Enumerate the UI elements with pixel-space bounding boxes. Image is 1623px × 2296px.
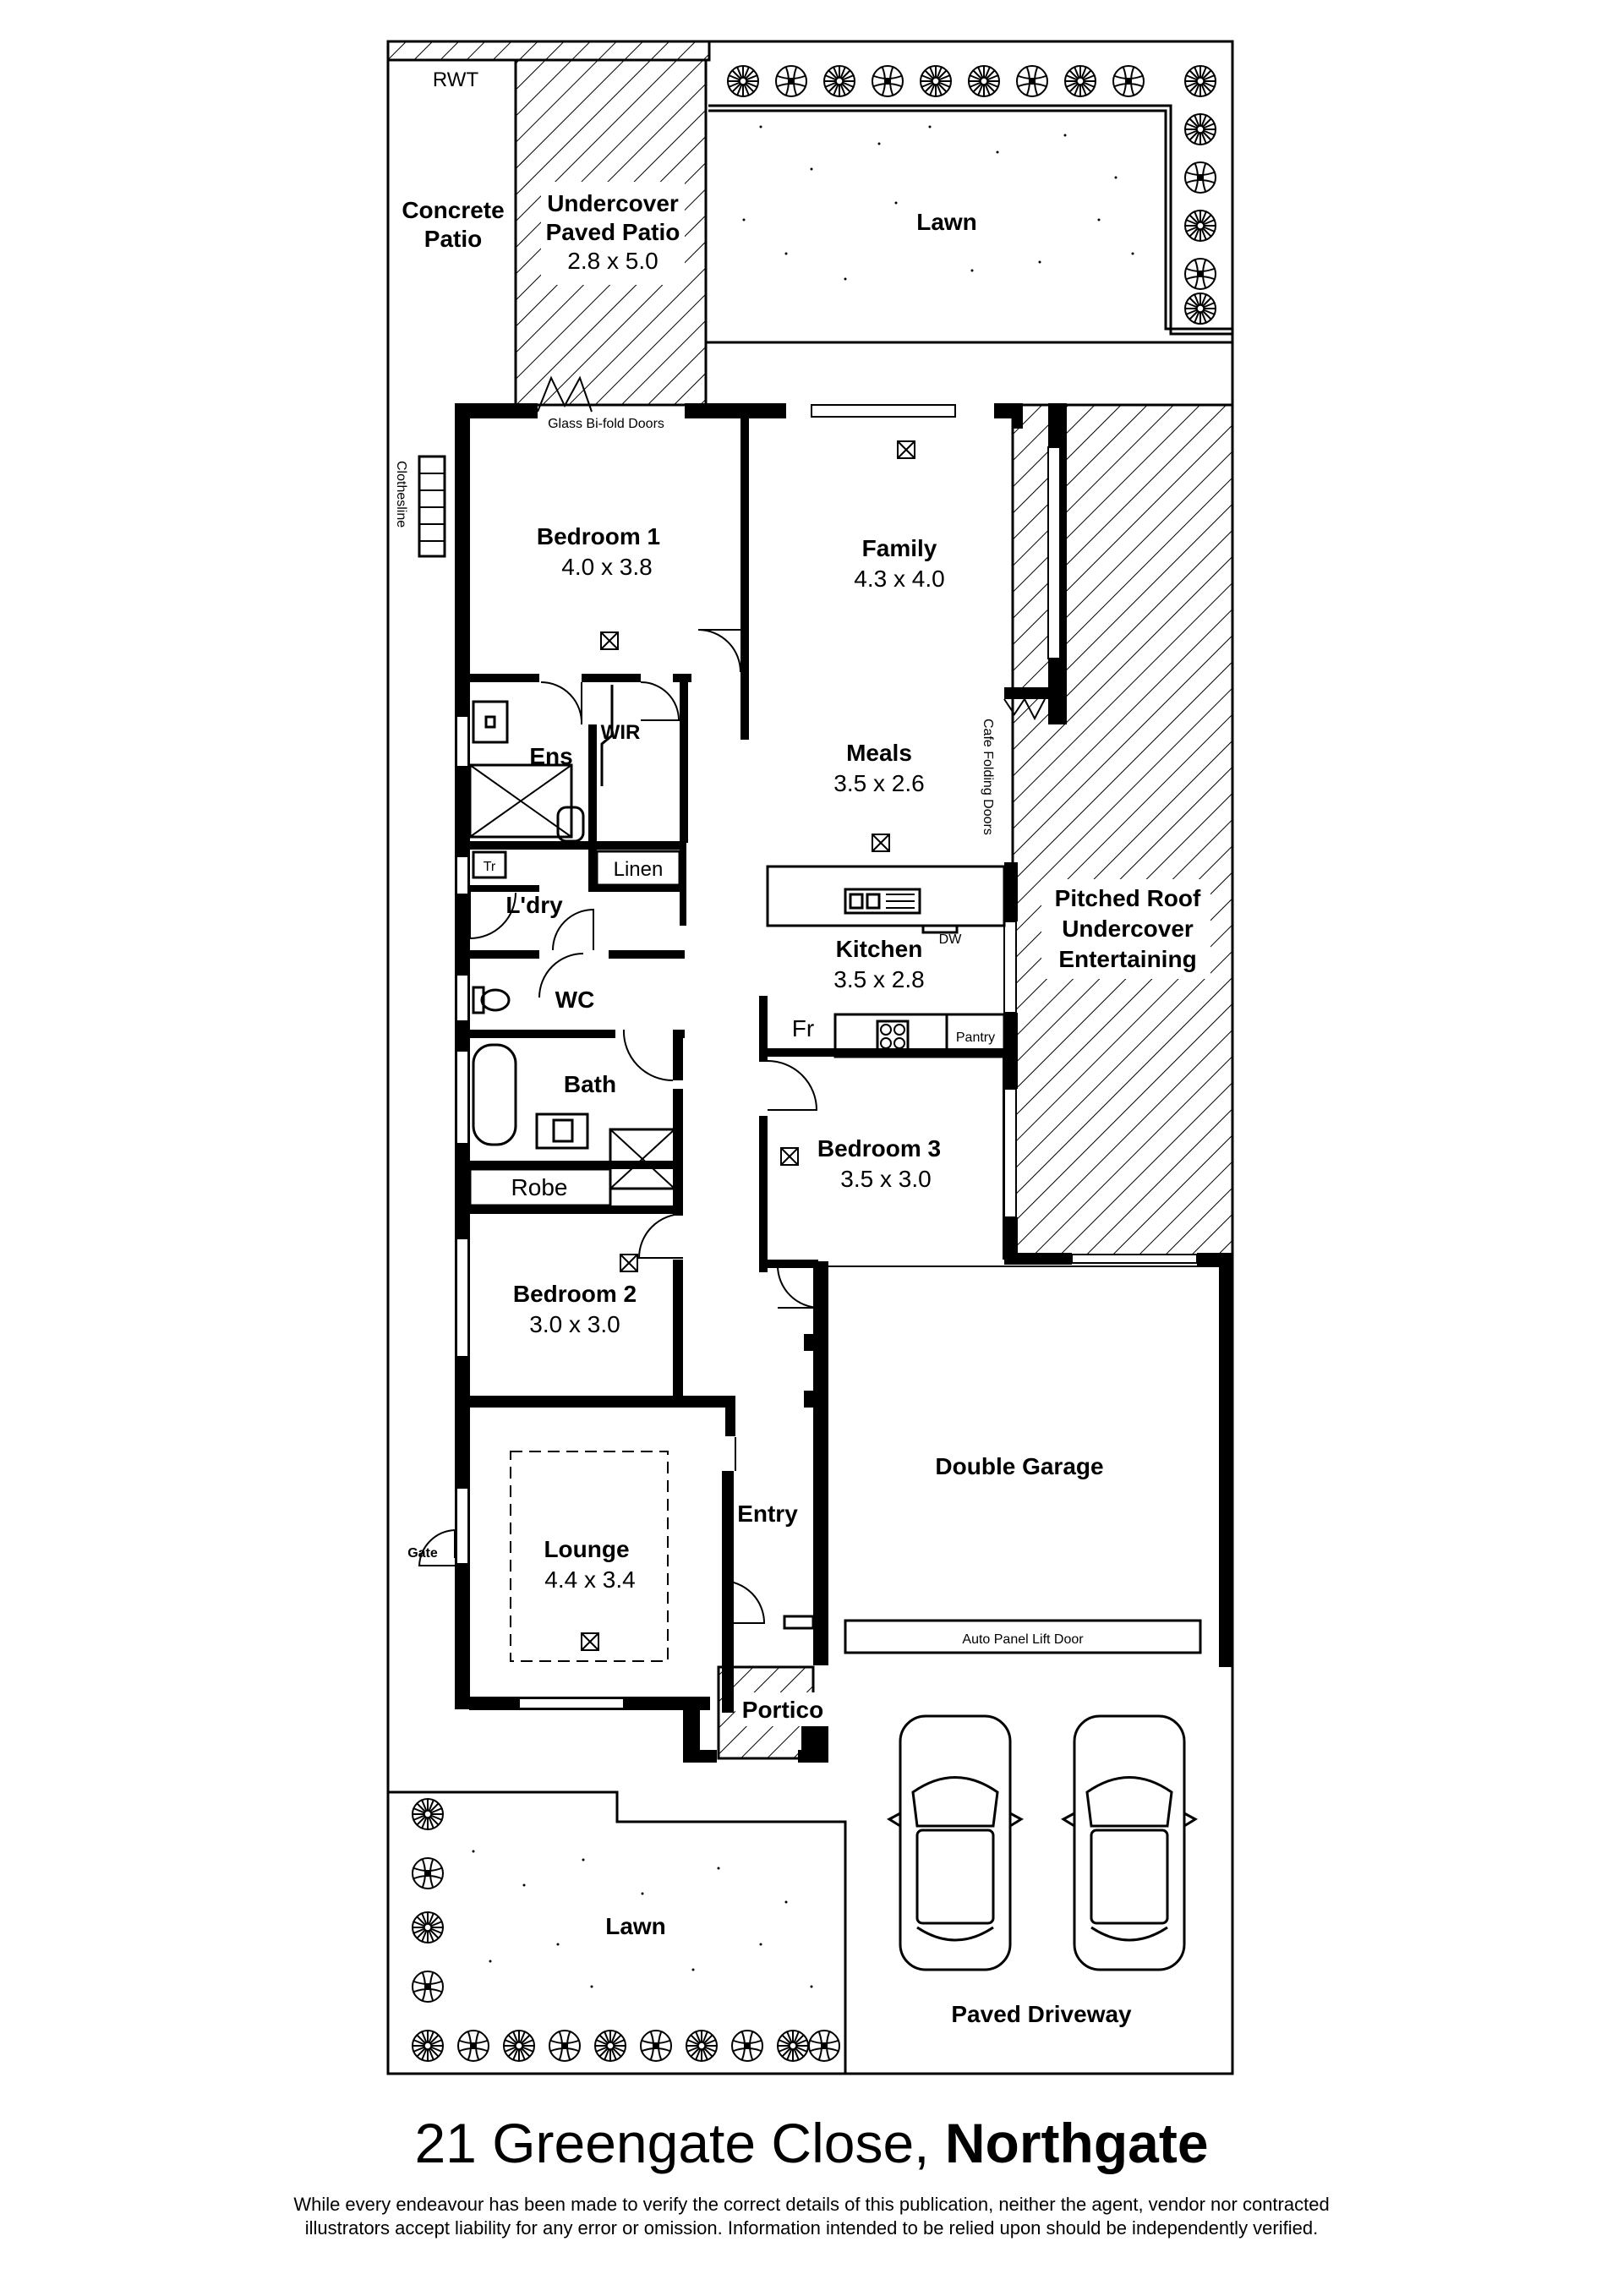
glass-bifold-label: Glass Bi-fold Doors (548, 417, 664, 431)
lounge-name: Lounge (544, 1536, 629, 1562)
fridge-label: Fr (792, 1015, 814, 1041)
lounge-dims: 4.4 x 3.4 (544, 1566, 635, 1593)
bedroom2-dims: 3.0 x 3.0 (529, 1311, 620, 1337)
cafe-doors-label: Cafe Folding Doors (981, 719, 995, 835)
trough-label: Tr (484, 860, 496, 874)
front-lawn-edge (388, 1790, 847, 2074)
pantry-label: Pantry (956, 1030, 995, 1045)
wc-label: WC (555, 987, 595, 1013)
rear-lawn-edge (704, 60, 1232, 344)
kitchen-fittings (766, 865, 1006, 1058)
bath-fixtures (472, 1043, 676, 1190)
patio-dims: 2.8 x 5.0 (567, 248, 658, 274)
garage-label: Double Garage (935, 1453, 1103, 1479)
driveway-cars (888, 1714, 1197, 1971)
lift-door-label: Auto Panel Lift Door (962, 1632, 1084, 1647)
clothesline (418, 455, 446, 558)
entertaining-label-bg (1041, 879, 1210, 979)
front-lawn-label: Lawn (605, 1913, 666, 1939)
kitchen-dims: 3.5 x 2.8 (833, 966, 924, 992)
dishwasher-label: DW (939, 932, 963, 947)
interior-walls (455, 418, 1011, 1713)
entertaining-label-1: Pitched Roof (1055, 885, 1201, 911)
patio-label-1: Undercover (547, 190, 679, 216)
portico-label-bg (735, 1692, 828, 1726)
rwt-label: RWT (433, 68, 479, 91)
entertaining-label-3: Entertaining (1058, 946, 1196, 972)
bedroom1-name: Bedroom 1 (537, 523, 660, 549)
driveway-label: Paved Driveway (951, 2001, 1132, 2027)
clothesline-label: Clothesline (394, 461, 408, 528)
windows (456, 404, 1198, 1709)
property-address: 21 Greengate Close, Northgate (0, 2115, 1623, 2171)
address-street: 21 Greengate Close, (414, 2112, 930, 2174)
disclaimer-line-2: illustrators accept liability for any er… (304, 2217, 1319, 2239)
robe-label: Robe (511, 1174, 568, 1200)
bedroom3-name: Bedroom 3 (817, 1135, 941, 1162)
disclaimer: While every endeavour has been made to v… (0, 2193, 1623, 2240)
disclaimer-line-1: While every endeavour has been made to v… (293, 2194, 1330, 2215)
linen-cupboard (595, 850, 681, 887)
front-lawn-speckle (472, 1850, 813, 1988)
bedroom1-dims: 4.0 x 3.8 (561, 554, 652, 580)
trough (472, 850, 507, 879)
family-name: Family (862, 535, 937, 561)
family-dims: 4.3 x 4.0 (854, 566, 944, 592)
bath-label: Bath (564, 1071, 616, 1097)
bedroom3-dims: 3.5 x 3.0 (840, 1166, 931, 1192)
meals-name: Meals (846, 740, 912, 766)
wc-toilet (472, 986, 511, 1014)
linen-label: Linen (614, 858, 664, 881)
garage-step (783, 1615, 815, 1630)
concrete-patio-label-2: Patio (424, 226, 482, 252)
robe (468, 1167, 612, 1207)
lounge-feature-ceiling (510, 1451, 669, 1662)
doors (418, 375, 1046, 1624)
patio-label-2: Paved Patio (546, 219, 680, 245)
garden-bed-edge (708, 104, 1232, 336)
portico-label: Portico (742, 1697, 823, 1723)
address-suburb: Northgate (944, 2112, 1209, 2174)
bedroom2-name: Bedroom 2 (513, 1281, 637, 1307)
ensuite-fixtures (468, 685, 614, 843)
ensuite-label: Ens (529, 743, 572, 769)
entry-label: Entry (737, 1501, 798, 1527)
patio-label-bg (541, 182, 685, 285)
rear-fence-hatch (386, 40, 711, 62)
garden-bed-edge-inner (708, 109, 1232, 331)
laundry-label: L'dry (505, 892, 563, 918)
rear-lawn-label: Lawn (916, 209, 977, 235)
meals-dims: 3.5 x 2.6 (833, 770, 924, 796)
rear-lawn-speckle (742, 125, 1134, 281)
gate-label: Gate (407, 1546, 438, 1561)
wir-label: WIR (601, 721, 641, 744)
kitchen-name: Kitchen (836, 936, 923, 962)
entertaining-label-2: Undercover (1062, 916, 1194, 942)
concrete-patio-label-1: Concrete (402, 197, 504, 223)
garage-lift-door (844, 1619, 1202, 1654)
entertaining-area (1011, 403, 1234, 1262)
